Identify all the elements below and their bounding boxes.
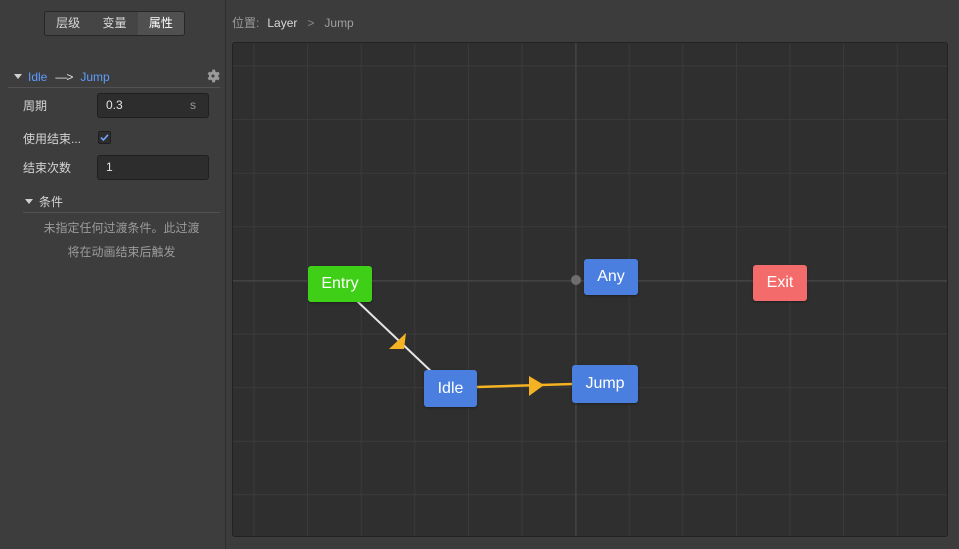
- duration-label: 周期: [23, 98, 48, 113]
- inspector-panel: 层级 变量 属性 Idle —> Jump 周期 0.3 s 使用结束... 结…: [0, 0, 226, 549]
- transition-idle-jump[interactable]: [476, 382, 574, 389]
- breadcrumb-layer[interactable]: Layer: [267, 15, 298, 30]
- gear-icon[interactable]: [206, 69, 220, 83]
- node-idle-label: Idle: [437, 380, 464, 397]
- state-graph-canvas[interactable]: Entry Any Exit Idle Jump: [232, 42, 948, 537]
- duration-input[interactable]: 0.3 s: [97, 93, 209, 118]
- transition-arrow-icon: [529, 376, 544, 396]
- duration-row: 周期 0.3 s: [23, 93, 213, 118]
- transition-to: Jump: [80, 69, 110, 84]
- exit-condition-checkbox[interactable]: [98, 131, 111, 144]
- exit-count-label: 结束次数: [23, 160, 72, 175]
- node-entry[interactable]: Entry: [308, 266, 372, 302]
- node-any[interactable]: Any: [584, 259, 638, 295]
- exit-condition-label: 使用结束...: [23, 131, 82, 146]
- tab-properties[interactable]: 属性: [137, 12, 184, 35]
- collapse-caret-icon[interactable]: [14, 74, 22, 79]
- checkmark-icon: [100, 134, 109, 142]
- node-exit[interactable]: Exit: [753, 265, 807, 301]
- node-entry-label: Entry: [321, 275, 359, 292]
- transition-arrow-icon: [389, 333, 406, 349]
- transition-header[interactable]: Idle —> Jump: [8, 66, 220, 88]
- conditions-note-line1: 未指定任何过渡条件。此过渡: [43, 221, 200, 235]
- breadcrumb-separator: >: [307, 15, 315, 30]
- conditions-header[interactable]: 条件: [23, 191, 220, 213]
- collapse-caret-icon[interactable]: [25, 199, 33, 204]
- any-state-anchor[interactable]: [571, 275, 581, 285]
- node-idle[interactable]: Idle: [424, 370, 477, 407]
- exit-count-input[interactable]: 1: [97, 155, 209, 180]
- tab-hierarchy[interactable]: 层级: [56, 16, 81, 30]
- breadcrumb-prefix: 位置:: [232, 16, 260, 30]
- node-exit-label: Exit: [766, 274, 794, 291]
- transition-arrow: —>: [55, 69, 73, 84]
- exit-count-value: 1: [106, 160, 113, 174]
- conditions-note-line2: 将在动画结束后触发: [67, 245, 176, 259]
- conditions-note: 未指定任何过渡条件。此过渡 将在动画结束后触发: [23, 216, 220, 264]
- exit-condition-row: 使用结束...: [23, 126, 213, 150]
- node-jump-label: Jump: [585, 375, 625, 392]
- transition-entry-idle[interactable]: [356, 300, 436, 376]
- exit-count-row: 结束次数 1: [23, 155, 213, 180]
- duration-value: 0.3: [106, 98, 123, 112]
- duration-unit: s: [190, 98, 196, 112]
- breadcrumb-current[interactable]: Jump: [324, 15, 354, 30]
- breadcrumb: 位置: Layer > Jump: [232, 14, 354, 31]
- node-jump[interactable]: Jump: [572, 365, 638, 403]
- node-any-label: Any: [597, 268, 625, 285]
- conditions-label: 条件: [39, 195, 64, 209]
- transition-from: Idle: [28, 69, 48, 84]
- tab-variables[interactable]: 变量: [102, 16, 127, 30]
- panel-tabs: 层级 变量 属性: [44, 11, 185, 36]
